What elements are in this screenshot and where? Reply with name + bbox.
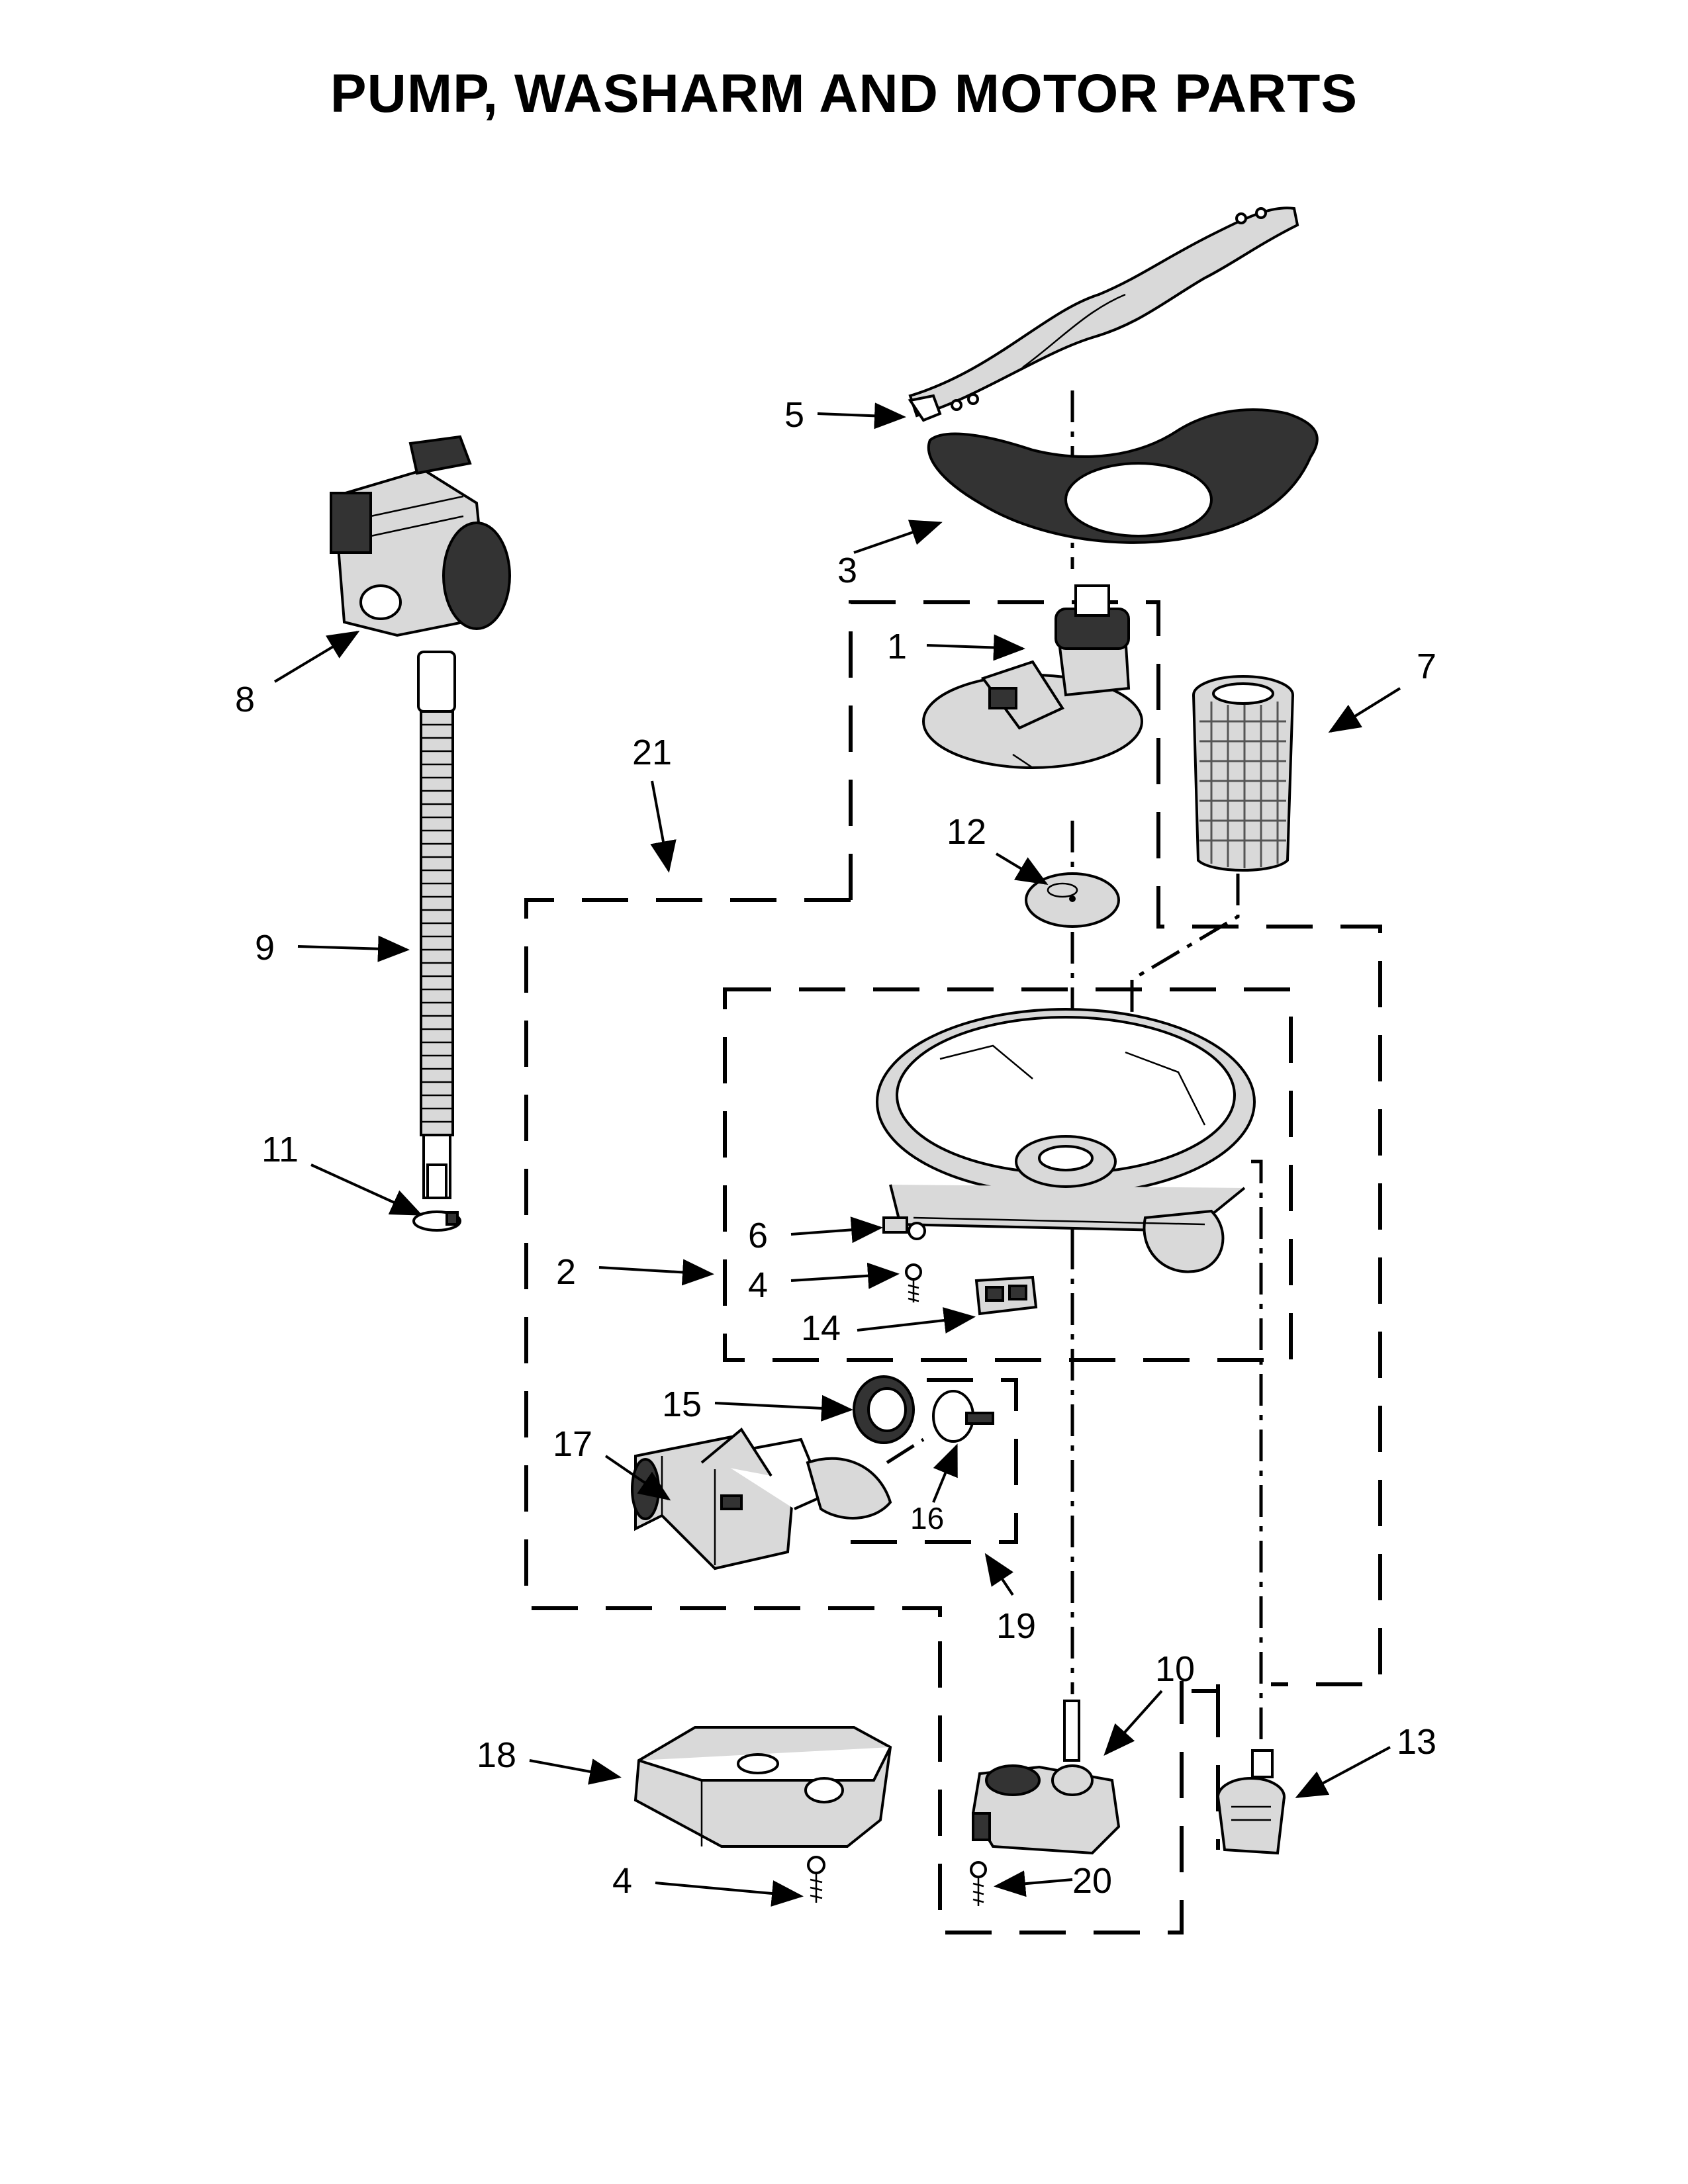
assembly-19-outline xyxy=(837,1378,1018,1544)
part-16-clamp[interactable] xyxy=(932,1390,994,1443)
part-4-screw-lower[interactable] xyxy=(807,1856,825,1903)
callout-16: 16 xyxy=(910,1501,944,1535)
part-18-pump-bracket[interactable] xyxy=(633,1726,892,1848)
centerline-sump-to-13 xyxy=(1251,1160,1263,1747)
callout-11: 11 xyxy=(261,1130,299,1169)
callout-2: 2 xyxy=(556,1252,576,1292)
callout-8: 8 xyxy=(235,680,255,719)
callout-19: 19 xyxy=(996,1606,1036,1646)
callout-4-lower: 4 xyxy=(612,1861,632,1901)
assembly-2-outline xyxy=(723,987,1293,1362)
callout-6: 6 xyxy=(748,1216,768,1255)
callout-1: 1 xyxy=(887,627,907,666)
part-10-diverter-motor[interactable] xyxy=(971,1700,1121,1855)
callout-10: 10 xyxy=(1155,1649,1195,1689)
callout-9: 9 xyxy=(255,928,275,968)
callout-18: 18 xyxy=(477,1735,516,1775)
callout-13: 13 xyxy=(1397,1722,1436,1762)
callout-4-upper: 4 xyxy=(748,1265,768,1305)
part-6-bracket[interactable] xyxy=(882,1216,926,1240)
leader-lines xyxy=(273,402,1401,1907)
part-4-screw-upper[interactable] xyxy=(905,1263,922,1302)
assembly-13-outline xyxy=(1192,1684,1220,1850)
assembly-21-outline xyxy=(849,600,1382,1686)
callout-12: 12 xyxy=(947,812,986,852)
callout-5: 5 xyxy=(784,395,804,435)
part-9-drain-hose[interactable] xyxy=(417,651,456,1199)
centerline-pump-seal xyxy=(886,1437,925,1465)
part-14-connector[interactable] xyxy=(974,1275,1038,1316)
part-2-sump[interactable] xyxy=(876,1008,1256,1273)
callout-20: 20 xyxy=(1072,1861,1112,1901)
centerline-filter xyxy=(1130,874,1240,1052)
callout-14: 14 xyxy=(801,1308,841,1348)
callout-3: 3 xyxy=(837,551,857,590)
part-15-seal[interactable] xyxy=(853,1375,915,1444)
part-8-drain-pump[interactable] xyxy=(330,435,511,637)
callout-15: 15 xyxy=(662,1385,702,1424)
part-13-sensor[interactable] xyxy=(1217,1749,1286,1855)
assembly-10-outline xyxy=(938,1641,1184,1934)
part-20-screw[interactable] xyxy=(970,1861,987,1906)
part-17-circulation-pump[interactable] xyxy=(631,1428,892,1570)
part-7-filter[interactable] xyxy=(1192,675,1294,872)
callout-17: 17 xyxy=(553,1424,592,1464)
page-title: PUMP, WASHARM AND MOTOR PARTS xyxy=(330,64,1358,124)
part-11-hose-clamp[interactable] xyxy=(412,1210,461,1232)
part-12-disk[interactable] xyxy=(1025,872,1120,928)
callout-7: 7 xyxy=(1417,647,1436,686)
callout-21: 21 xyxy=(632,733,672,772)
part-3-baffle[interactable] xyxy=(927,408,1319,544)
part-5-wash-arm[interactable] xyxy=(908,206,1299,422)
part-1-wash-arm-mount[interactable] xyxy=(922,584,1143,769)
